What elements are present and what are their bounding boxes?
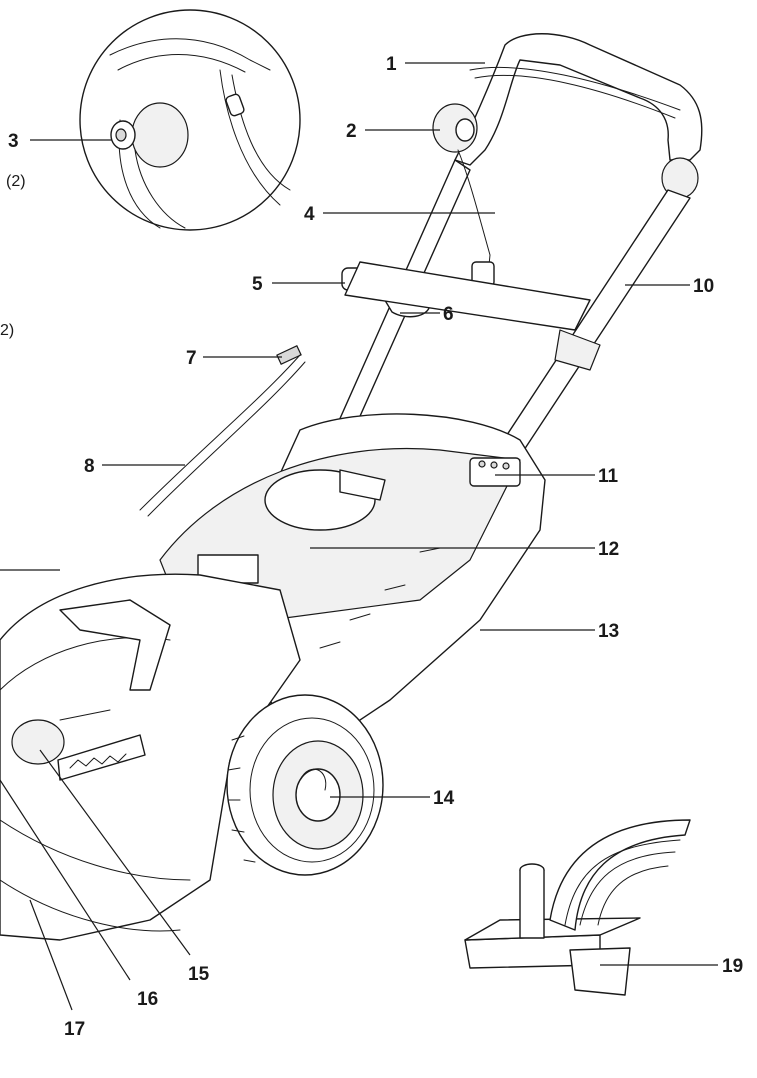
- mulching-plug: [464, 819, 691, 996]
- callout-labels: 1 2 3 4 5 6 7 8 10 11 12 13 14 15 16 17 …: [0, 54, 743, 1040]
- rear-wheel: [226, 694, 384, 876]
- callout-13: 13: [598, 621, 619, 642]
- switch-detail-inset: [79, 9, 301, 231]
- callout-1: 1: [386, 54, 397, 75]
- callout-6: 6: [443, 304, 454, 325]
- leader-lines: [0, 62, 718, 1011]
- side-note-2: (2): [6, 173, 26, 190]
- callout-19: 19: [722, 956, 743, 977]
- callout-2: 2: [346, 121, 357, 142]
- side-note-2-cut: 2): [0, 322, 14, 339]
- callout-5: 5: [252, 274, 263, 295]
- callout-4: 4: [304, 204, 315, 225]
- callout-10: 10: [693, 276, 714, 297]
- callout-12: 12: [598, 539, 619, 560]
- callout-8: 8: [84, 456, 95, 477]
- callout-7: 7: [186, 348, 197, 369]
- callout-17: 17: [64, 1019, 85, 1040]
- callout-3: 3: [8, 131, 19, 152]
- mower-deck: [0, 573, 301, 941]
- callout-14: 14: [433, 788, 455, 809]
- callout-15: 15: [188, 964, 210, 985]
- callout-11: 11: [598, 466, 619, 487]
- callout-16: 16: [137, 989, 158, 1010]
